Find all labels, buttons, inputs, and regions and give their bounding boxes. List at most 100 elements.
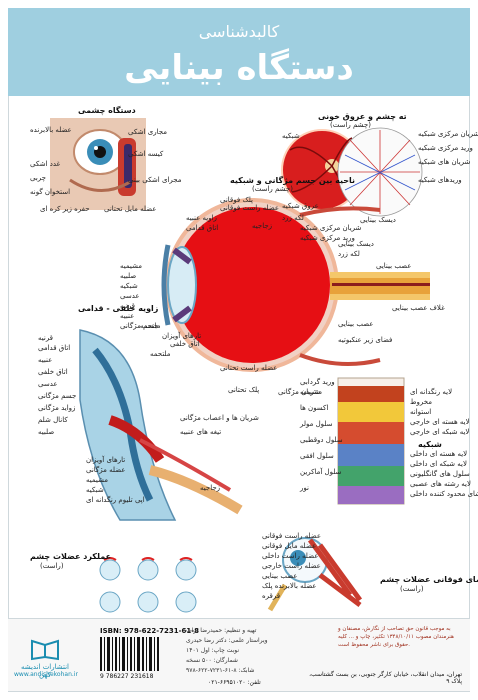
cross-section-label: عصب بینایی <box>376 262 412 270</box>
muscles-top-subtitle: (راست) <box>400 585 424 593</box>
muscle-function-title: عملکرد عضلات چشم <box>30 552 112 561</box>
vessels-label: شریان های شبکیه <box>418 158 471 166</box>
cross-section-label: پلک تحتانی <box>228 386 260 394</box>
retina-label: استوانه <box>410 408 432 416</box>
retina-title: شبکیه <box>418 440 442 449</box>
eye-orbit-label: غدد اشکی <box>30 160 61 168</box>
vessels-label: لکه زرد <box>282 214 304 222</box>
angle-label: اپی تلیوم رنگدانه ای <box>86 496 145 504</box>
muscles-top-illustration <box>267 537 363 612</box>
poster-footer: انتشارات اندیشه کهن www.andishekohan.ir … <box>8 618 470 691</box>
muscles-top-label: عضله مایل فوقانی <box>262 542 317 550</box>
fundus-subtitle: (چشم راست) <box>330 121 371 129</box>
retina-label: مخروط <box>410 398 432 406</box>
cross-section-subtitle: (چشم راست) <box>252 185 293 193</box>
vessels-label: وریدهای شبکیه <box>418 176 462 184</box>
retina-label: لایه هسته ای داخلی <box>410 450 468 458</box>
phone: تلفن: ۶۶۹۵۱۰۲۰-۰۲۱ <box>208 679 261 686</box>
copyright-note: به موجب قانون حق تصاحب از نگارش، مصنفان … <box>338 626 454 648</box>
cross-section-label: پلک فوقانی <box>220 196 253 204</box>
credit-5: شابک: ۸-۶۱-۷۲۳۱-۶۲۲-۹۷۸ <box>186 667 255 674</box>
angle-label: عنبیه <box>38 356 53 364</box>
retina-label: سلول های گانگلیونی <box>410 470 470 478</box>
barcode <box>100 637 159 671</box>
cross-section-label: عضله راست فوقانی <box>220 204 280 212</box>
muscles-top-label: عضله راست خارجی <box>262 562 321 570</box>
retina-label: سلول آماکرین <box>300 468 342 476</box>
angle-label: تیغه های عنبیه <box>180 428 222 436</box>
fundus-title: ته چشم و عروق خونی <box>318 112 407 121</box>
cross-section-label: عنبیه <box>120 312 135 320</box>
angle-label: جسم مژگانی <box>38 392 77 400</box>
eye-orbit-label: استخوان گونه <box>30 188 71 196</box>
angle-title: زاویه خلفی - قدامی <box>78 304 159 313</box>
publisher-name: انتشارات اندیشه کهن <box>20 663 70 679</box>
cross-section-label: زاویه عنبیه <box>186 214 217 222</box>
poster-subtitle: کالبدشناسی <box>198 22 280 41</box>
angle-label: زجاجیه <box>200 484 221 492</box>
retina-label: لایه رنگدانه ای <box>410 388 453 396</box>
cross-section-label: ملتحمه <box>150 350 171 358</box>
orbit-illustration <box>50 118 146 210</box>
retina-label: سلول افقی <box>300 452 334 460</box>
angle-label: قرنیه <box>38 334 54 342</box>
cross-section-label: ورید مرکزی شبکیه <box>300 234 355 242</box>
eye-orbit-label: مجاری اشکی <box>128 128 167 136</box>
angle-label: کانال شلم <box>38 416 68 424</box>
poster-header: کالبدشناسی دستگاه بینایی <box>8 8 470 96</box>
poster-title: دستگاه بینایی <box>124 48 354 88</box>
cross-section-label: شریان مرکزی شبکیه <box>300 224 362 232</box>
fundus-illustration <box>281 127 423 217</box>
muscle-function-grid <box>99 557 197 613</box>
credit-2: ویراستار علمی: دکتر رضا حیدری <box>186 637 268 644</box>
vessels-label: عروق شبکیه <box>282 202 319 210</box>
cross-section-label: اتاق قدامی <box>186 224 219 232</box>
cross-section-label: مشیمیه <box>120 262 143 270</box>
angle-label: تارهای آویزان <box>86 456 126 464</box>
cross-section-label: قرنیه <box>120 302 136 310</box>
eye-orbit-label: عضله بالابرنده <box>30 126 72 134</box>
muscles-top-label: عضله بالابرنده پلک <box>262 582 317 590</box>
retina-label: اکسون ها <box>300 404 329 412</box>
retina-illustration <box>337 377 405 505</box>
angle-label: صلبیه <box>38 428 55 436</box>
retina-label: لایه رشته های عصبی <box>410 480 471 488</box>
cross-section-label: زجاجیه <box>252 222 273 230</box>
credit-4: شمارگان: ۵۰۰ نسخه <box>186 657 238 664</box>
cross-section-label: صلبیه <box>120 272 137 280</box>
angle-label: اتاق قدامی <box>38 344 71 352</box>
muscles-top-label: قرقره <box>262 592 281 600</box>
credit-3: نوبت چاپ: اول ۱۴۰۱ <box>186 647 240 654</box>
vessels-label: شبکیه <box>282 132 300 140</box>
muscles-top-label: عضله راست داخلی <box>262 552 319 560</box>
cross-section-label: لکه زرد <box>338 250 360 258</box>
angle-label: شریان ها و اعصاب مژگانی <box>180 414 259 422</box>
retina-label: لایه هسته ای خارجی <box>410 418 470 426</box>
cross-section-label: دیسک بینایی <box>338 240 374 248</box>
publisher-website[interactable]: www.andishekohan.ir <box>14 671 78 678</box>
eye-orbit-label: حفره زیر کره ای <box>40 205 90 213</box>
barcode-number: 9 786227 231618 <box>100 673 154 680</box>
retina-label: نور <box>300 484 309 492</box>
cross-section-label: ورید گردابی <box>300 378 335 386</box>
angle-label: مشیمیه <box>86 476 109 484</box>
retina-label: سلول مولر <box>300 420 333 428</box>
address: تهران، میدان انقلاب، خیابان کارگر جنوبی،… <box>309 671 462 685</box>
retina-label: سلول دوقطبی <box>300 436 343 444</box>
book-logo-icon <box>31 639 59 661</box>
muscles-top-label: عضله راست فوقانی <box>262 532 322 540</box>
muscle-function-subtitle: (راست) <box>40 562 64 570</box>
retina-label: غشای محدود کننده داخلی <box>410 490 478 498</box>
eye-orbit-label: کیسه اشکی <box>128 150 164 158</box>
cross-section-label: عضله راست تحتانی <box>220 364 278 372</box>
angle-label: عدسی <box>38 380 58 388</box>
angle-label: اتاق خلفی <box>38 368 68 376</box>
angle-label: عضله مژگانی <box>86 466 126 474</box>
angle-illustration <box>79 329 243 521</box>
angle-label: زواید مژگانی <box>38 404 76 412</box>
credit-1: تهیه و تنظیم: حمیدرضا برات <box>186 627 257 634</box>
vessels-label: ورید مرکزی شبکیه <box>418 144 473 152</box>
angle-label: ملتحمه <box>140 322 161 330</box>
cross-section-label: شبکیه <box>120 282 138 290</box>
